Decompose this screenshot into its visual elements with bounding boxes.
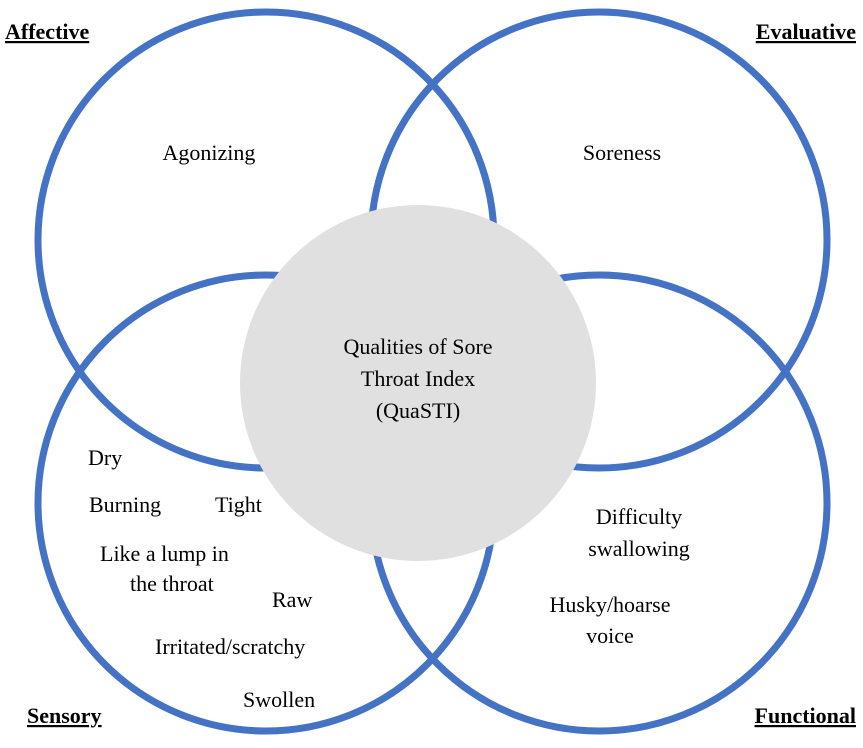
label-affective: Affective bbox=[5, 19, 90, 44]
word-dry: Dry bbox=[88, 445, 122, 470]
word-soreness: Soreness bbox=[583, 140, 661, 165]
center-title-line-3: (QuaSTI) bbox=[376, 398, 460, 423]
word-tight: Tight bbox=[215, 492, 262, 517]
center-title-line-2: Throat Index bbox=[361, 366, 475, 391]
word-lump-line-1: Like a lump in bbox=[100, 541, 229, 566]
label-sensory: Sensory bbox=[27, 703, 102, 728]
word-raw: Raw bbox=[272, 587, 312, 612]
center-disc bbox=[240, 205, 596, 561]
center-title-line-1: Qualities of Sore bbox=[343, 334, 492, 359]
word-husky-hoarse: Husky/hoarse bbox=[550, 592, 671, 617]
word-swallowing: swallowing bbox=[588, 536, 689, 561]
label-functional: Functional bbox=[755, 703, 856, 728]
word-agonizing: Agonizing bbox=[163, 140, 256, 165]
word-burning: Burning bbox=[89, 492, 161, 517]
word-swollen: Swollen bbox=[243, 687, 315, 712]
word-voice: voice bbox=[586, 623, 634, 648]
word-lump-line-2: the throat bbox=[130, 571, 214, 596]
word-difficulty: Difficulty bbox=[596, 504, 682, 529]
label-evaluative: Evaluative bbox=[756, 19, 856, 44]
word-irritated-scratchy: Irritated/scratchy bbox=[155, 634, 305, 659]
